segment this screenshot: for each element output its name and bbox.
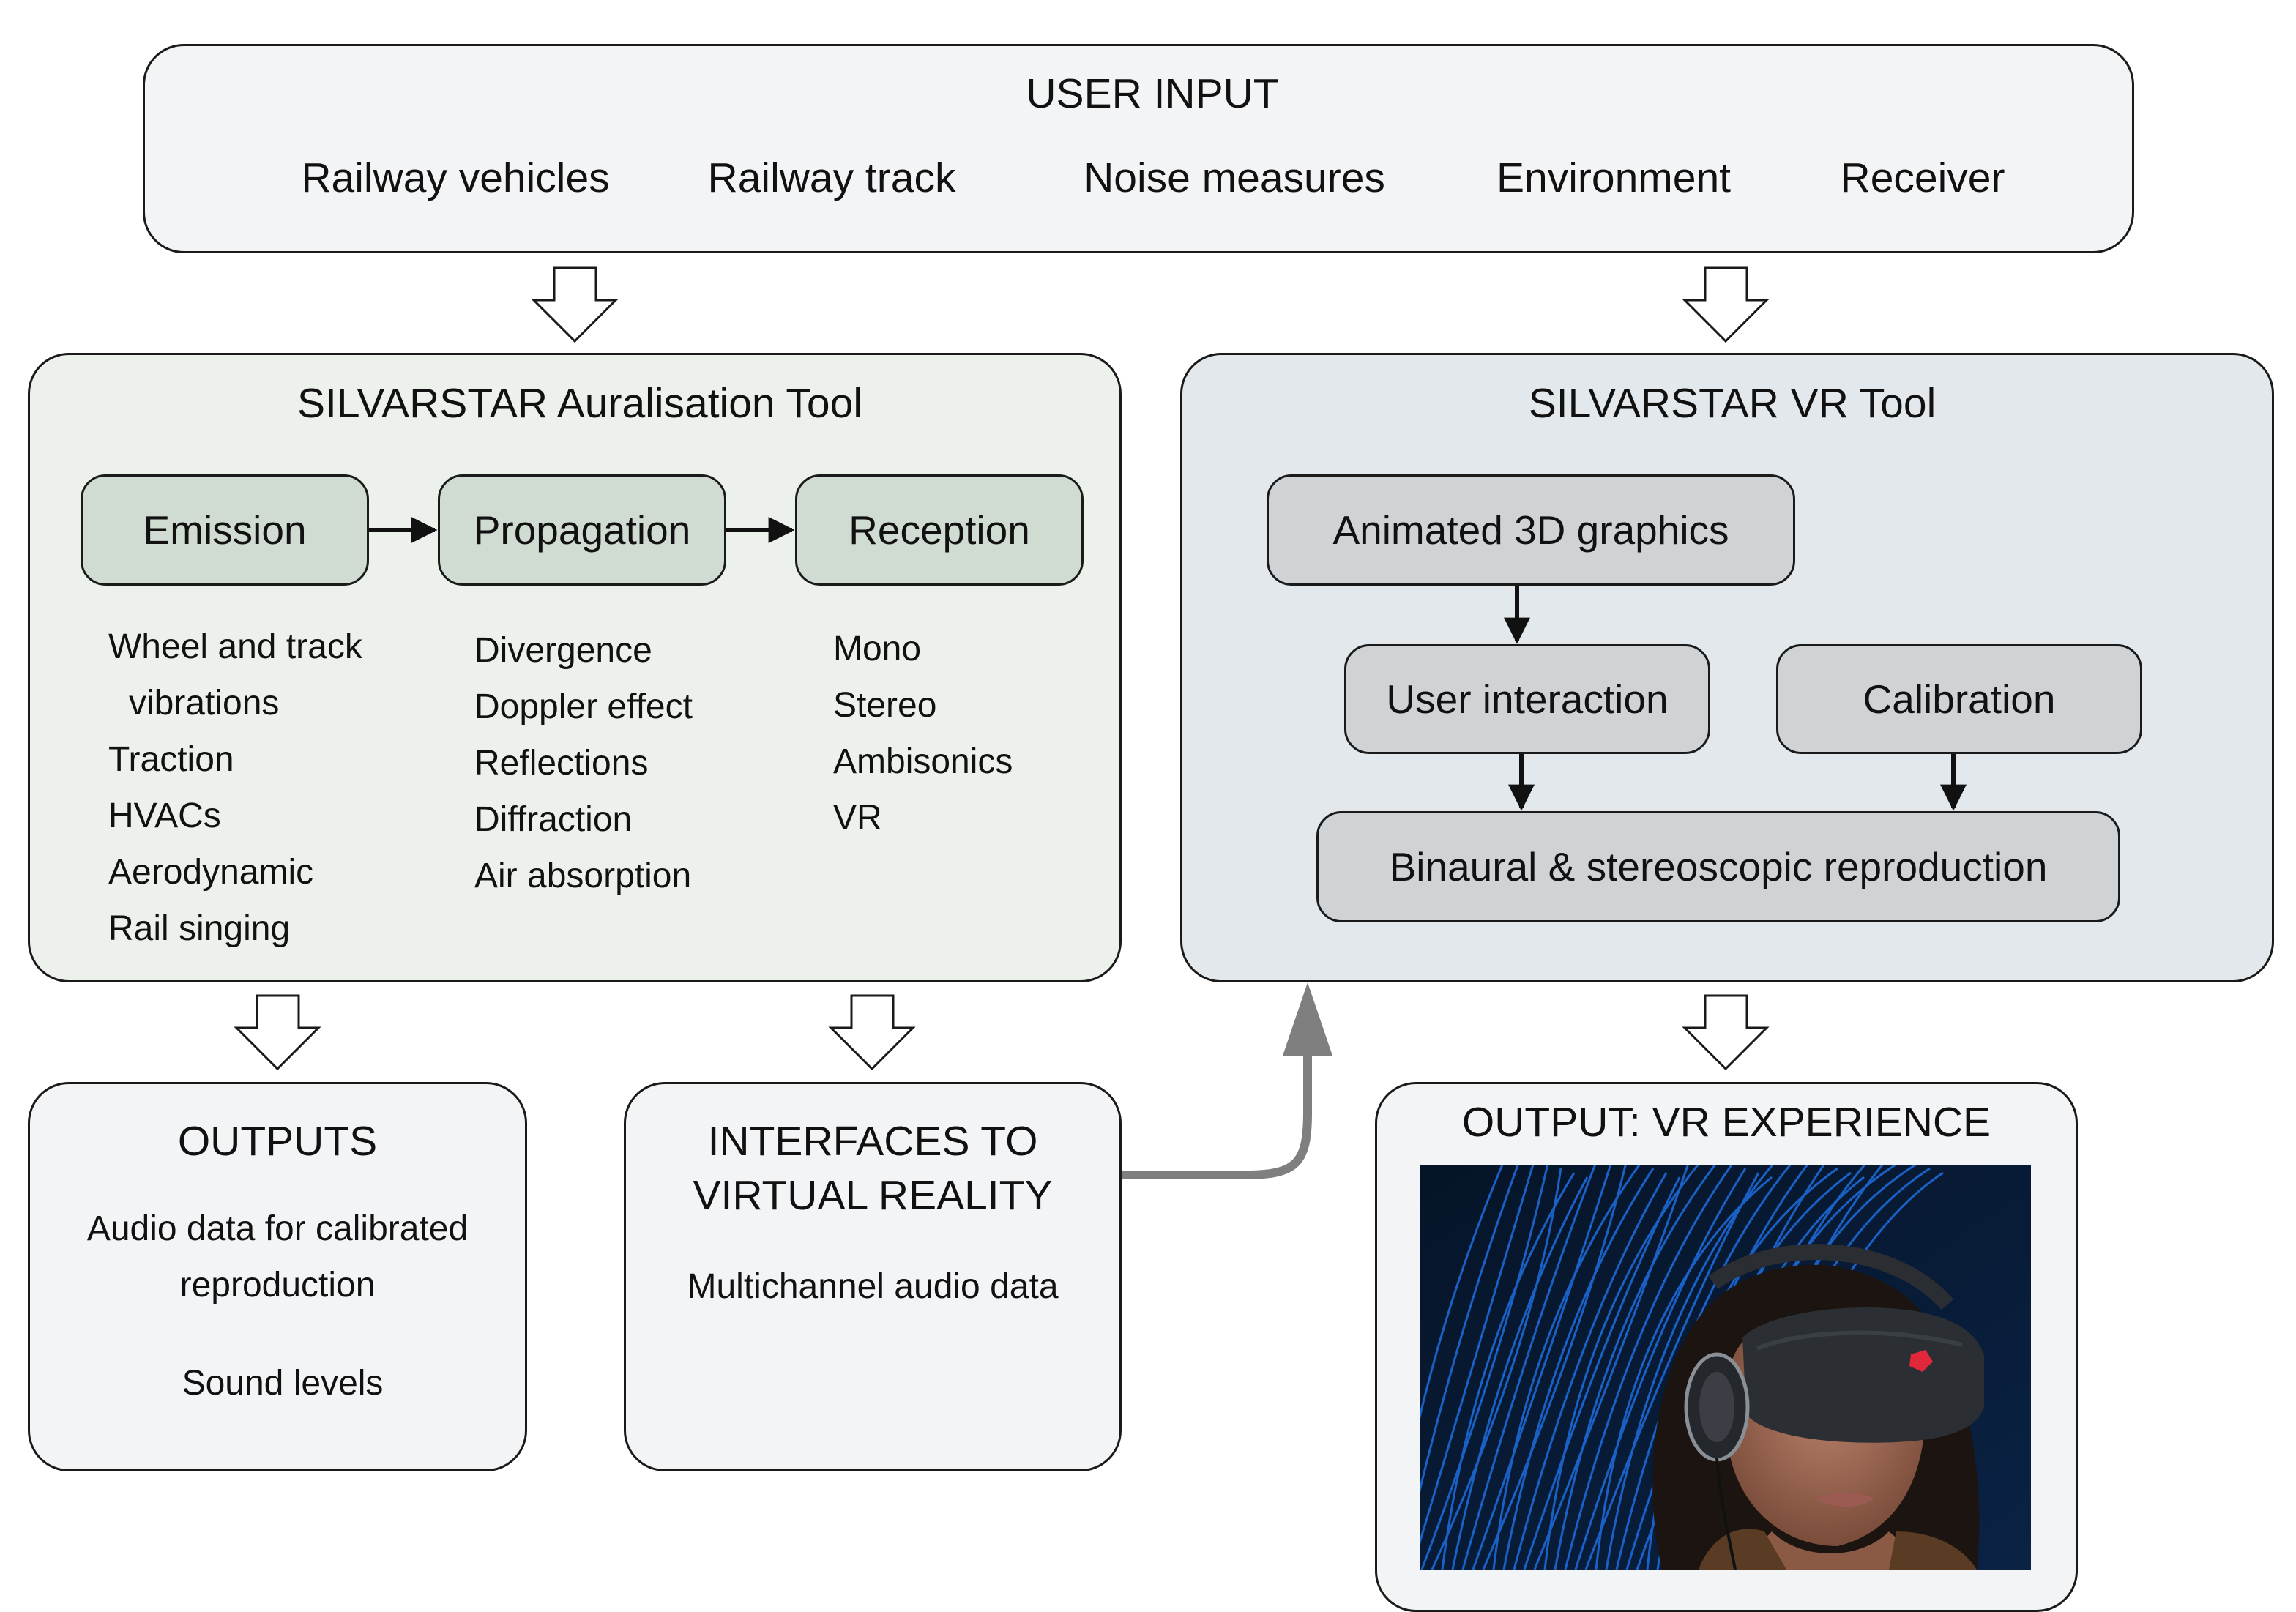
auralisation-tool-box — [28, 353, 1122, 982]
outputs-line-3: Sound levels — [182, 1364, 384, 1403]
user-input-item-receiver: Receiver — [1840, 154, 2005, 201]
light-streak — [1461, 1165, 1596, 1570]
block-arrow-down-icon — [531, 266, 619, 343]
list-item: Reflections — [474, 744, 649, 783]
outputs-box — [28, 1082, 527, 1471]
light-streak — [1451, 1176, 1589, 1570]
light-streak — [1420, 1165, 1549, 1570]
vr-experience-title: OUTPUT: VR EXPERIENCE — [1461, 1099, 1991, 1146]
list-item: Stereo — [833, 686, 937, 725]
block-arrow-down-icon — [828, 994, 916, 1071]
light-streak — [1441, 1172, 1576, 1570]
list-item: Diffraction — [474, 800, 633, 839]
light-streak — [1502, 1168, 1655, 1570]
vr-tool-title: SILVARSTAR VR Tool — [1528, 380, 1937, 427]
light-streak — [1492, 1165, 1641, 1570]
light-streak — [1574, 1168, 1747, 1570]
light-streak — [1420, 1165, 1535, 1545]
list-item: Ambisonics — [833, 742, 1013, 781]
user-input-item-noise-measures: Noise measures — [1084, 154, 1385, 201]
propagation-stage: Propagation — [438, 474, 726, 586]
light-streak — [1605, 1165, 1774, 1570]
list-item: Doppler effect — [474, 687, 693, 726]
block-arrow-down-icon — [1682, 994, 1770, 1071]
user-input-item-environment: Environment — [1496, 154, 1731, 201]
light-streak — [1513, 1172, 1668, 1570]
light-streak — [1533, 1165, 1689, 1570]
interfaces-body: Multichannel audio data — [687, 1267, 1059, 1306]
animated-3d-graphics-node: Animated 3D graphics — [1267, 474, 1795, 586]
user-input-item-railway-vehicles: Railway vehicles — [301, 154, 610, 201]
block-arrow-down-icon — [1682, 266, 1770, 343]
curved-arrow-to-vr-tool-icon — [1122, 1034, 1312, 1179]
light-streak — [1472, 1165, 1612, 1570]
outputs-line-1: Audio data for calibrated — [86, 1209, 469, 1248]
outputs-title: OUTPUTS — [177, 1118, 378, 1165]
light-streak — [1482, 1165, 1627, 1570]
curved-arrow-head-icon — [1283, 982, 1332, 1056]
user-input-title: USER INPUT — [1026, 70, 1279, 117]
vr-headset-photo — [1420, 1165, 2031, 1570]
emission-list: Wheel and track vibrations Traction HVAC… — [108, 619, 362, 957]
block-arrow-down-icon — [234, 994, 321, 1071]
reception-list: Mono Stereo Ambisonics VR — [833, 621, 1013, 846]
list-item: Traction — [108, 740, 234, 779]
interfaces-box — [624, 1082, 1122, 1471]
user-interaction-node: User interaction — [1344, 644, 1710, 754]
light-streak — [1595, 1176, 1773, 1570]
list-item: VR — [833, 799, 882, 837]
list-item: Aerodynamic — [108, 853, 314, 892]
light-streak — [1543, 1165, 1699, 1570]
list-item: Divergence — [474, 631, 652, 670]
light-streak — [1420, 1165, 1504, 1419]
list-item: vibrations — [129, 684, 280, 723]
light-streak — [1431, 1168, 1562, 1570]
interfaces-title-line-2: VIRTUAL REALITY — [693, 1172, 1053, 1219]
list-item: Mono — [833, 630, 922, 668]
user-input-item-railway-track: Railway track — [707, 154, 956, 201]
reception-stage: Reception — [795, 474, 1084, 586]
binaural-reproduction-node: Binaural & stereoscopic reproduction — [1316, 811, 2120, 922]
outputs-line-2: reproduction — [179, 1266, 376, 1305]
light-streak — [1554, 1165, 1716, 1570]
list-item: Air absorption — [474, 857, 692, 895]
interfaces-title-line-1: INTERFACES TO — [707, 1118, 1038, 1165]
light-streak — [1420, 1165, 1519, 1493]
emission-stage: Emission — [81, 474, 369, 586]
calibration-node: Calibration — [1776, 644, 2142, 754]
light-streak — [1564, 1165, 1733, 1570]
list-item: Wheel and track — [108, 627, 362, 666]
list-item: Rail singing — [108, 909, 291, 948]
list-item: HVACs — [108, 796, 221, 835]
auralisation-tool-title: SILVARSTAR Auralisation Tool — [297, 380, 862, 427]
user-input-box — [143, 44, 2134, 253]
propagation-list: Divergence Doppler effect Reflections Di… — [474, 622, 693, 904]
